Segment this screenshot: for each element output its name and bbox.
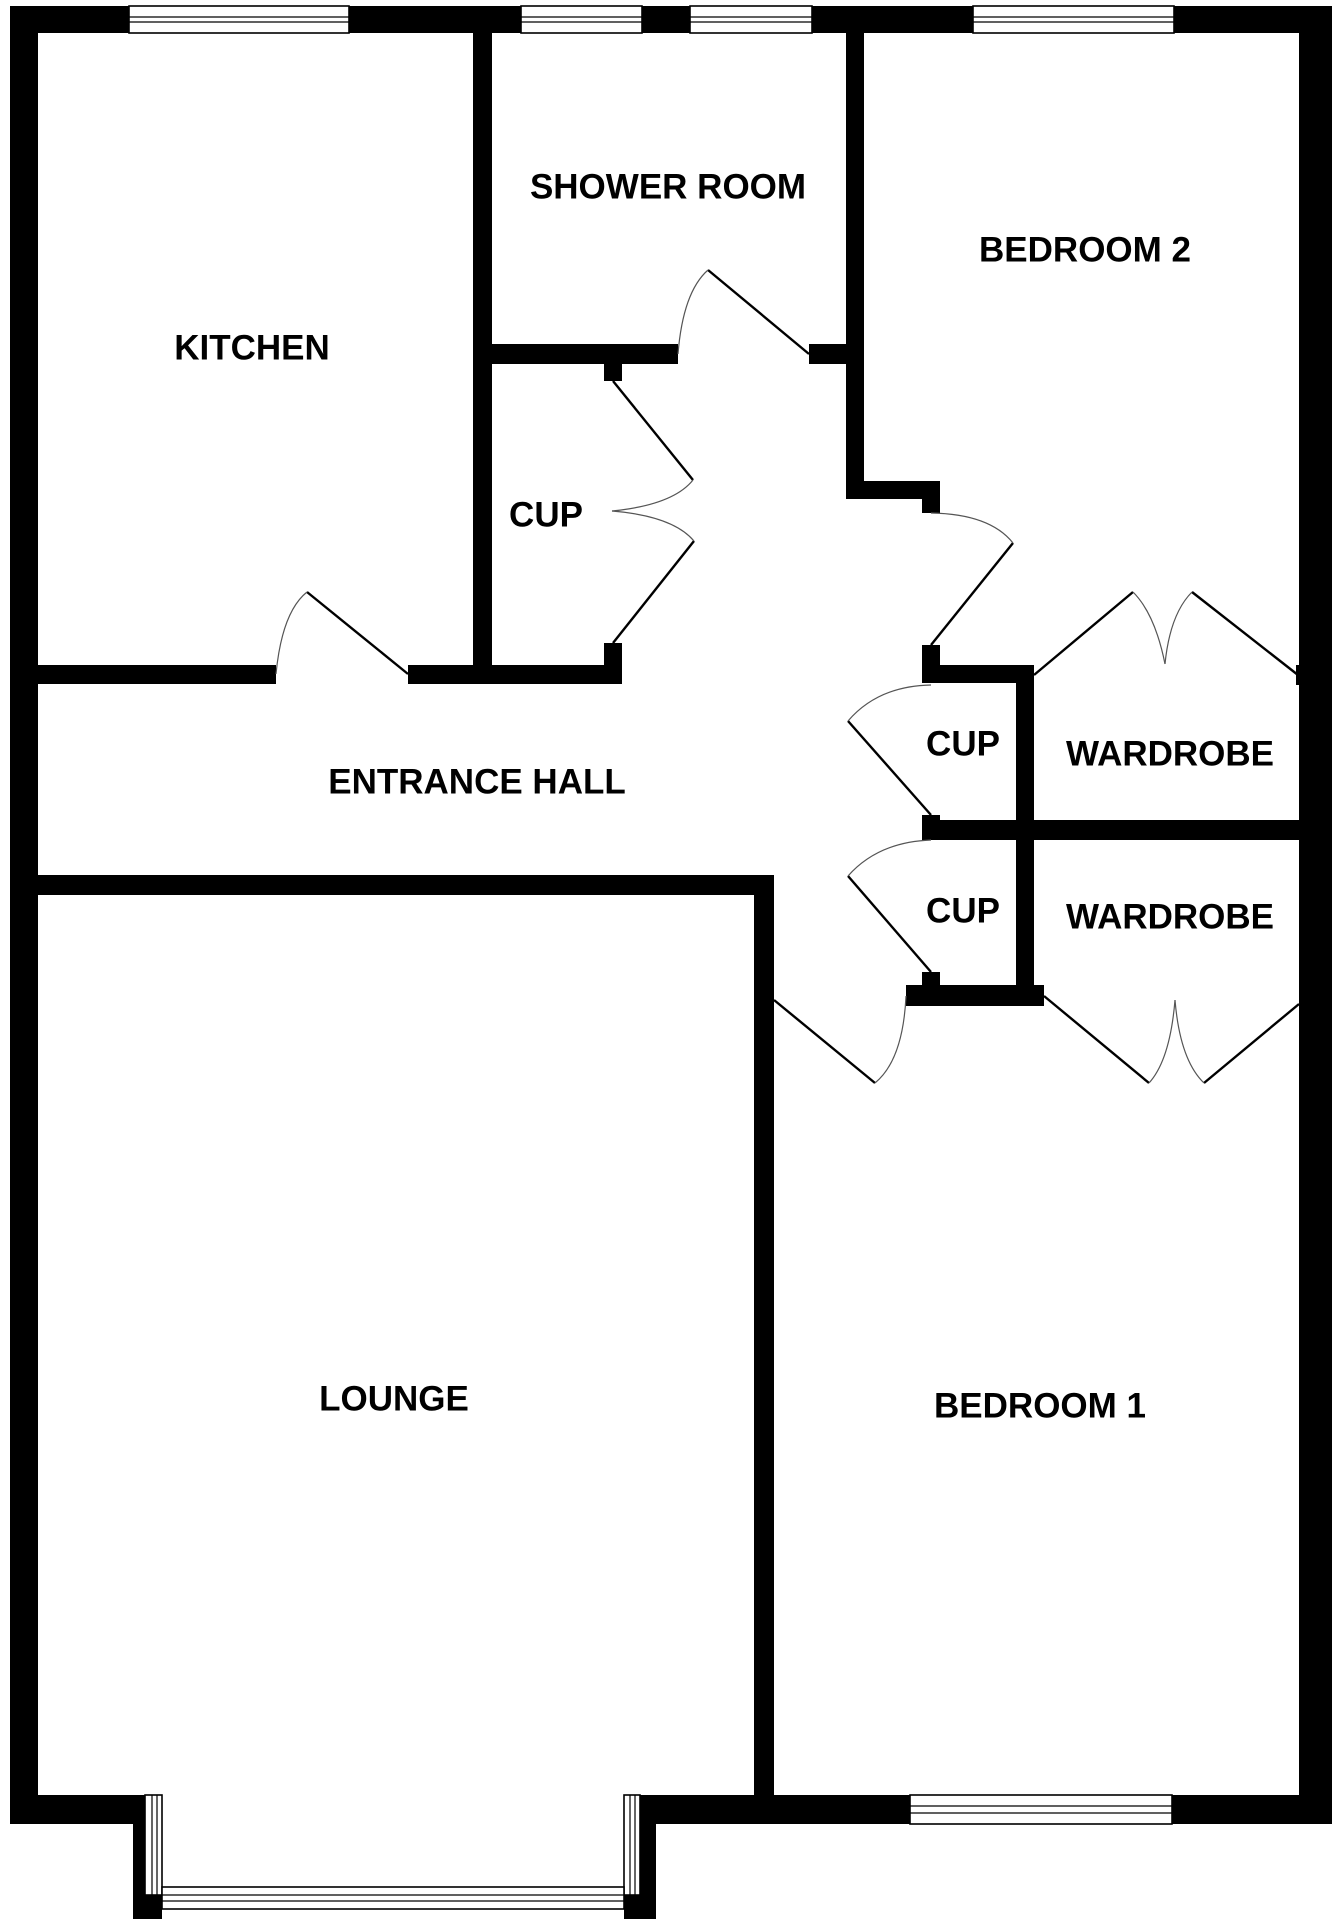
wall-cup-lower-bottom [906,985,1044,1006]
doors [275,269,1300,1084]
room-label-cupboard-lower: CUP [926,891,1000,930]
wall-left-outer [10,6,38,1824]
wall-jamb-cup-mid [922,815,940,840]
door-wardrobe-lower [1043,995,1300,1084]
door-shower [677,269,810,355]
wall-cup-upper-top [922,665,1034,683]
room-label-cupboard-hall: CUP [509,495,583,534]
room-label-wardrobe-upper: WARDROBE [1066,734,1274,773]
room-label-cupboard-upper: CUP [926,724,1000,763]
wall-right-outer [1299,6,1332,1824]
windows [128,5,1175,1919]
window-bedroom2 [972,5,1175,34]
window-shower-1 [520,5,643,34]
room-labels: KITCHEN SHOWER ROOM BEDROOM 2 CUP ENTRAN… [174,167,1274,1425]
door-bedroom1 [773,995,907,1084]
window-kitchen [128,5,350,34]
wall-jamb-cup-upper [922,645,940,683]
wall-kitchen-east [473,6,492,673]
wall-lounge-east [754,875,774,1824]
wall-bedroom2-west [846,344,864,499]
room-label-lounge: LOUNGE [319,1379,469,1418]
door-hall-cupboard [611,380,695,644]
room-label-kitchen: KITCHEN [174,328,330,367]
wall-bottom-left [10,1795,133,1824]
wall-shower-east [846,6,864,363]
window-bedroom1 [909,1794,1173,1825]
wall-wardrobe-middle [922,820,1332,840]
door-cup-upper [847,684,932,816]
door-wardrobe-upper [1033,591,1299,676]
wall-shower-south-left [473,344,678,364]
room-label-bedroom-2: BEDROOM 2 [979,230,1191,269]
window-lounge-bay [133,1794,656,1919]
door-kitchen [275,591,409,675]
wall-jamb-wardrobe-top [1296,665,1332,685]
door-bedroom2 [930,512,1014,646]
window-shower-2 [689,5,813,34]
wall-jamb-bed2 [922,481,940,513]
door-cup-lower [847,839,932,973]
wall-lounge-north [10,875,774,895]
wall-bedroom2-jog [846,481,940,499]
room-label-shower-room: SHOWER ROOM [530,167,806,206]
wall-jamb-cup-lower [922,972,940,1006]
room-label-entrance-hall: ENTRANCE HALL [328,762,625,801]
room-label-wardrobe-lower: WARDROBE [1066,897,1274,936]
wall-kitchen-south-right [408,665,622,684]
wall-kitchen-south-left [10,665,276,684]
room-label-bedroom-1: BEDROOM 1 [934,1386,1146,1425]
wall-jamb-cup-top [604,355,622,381]
